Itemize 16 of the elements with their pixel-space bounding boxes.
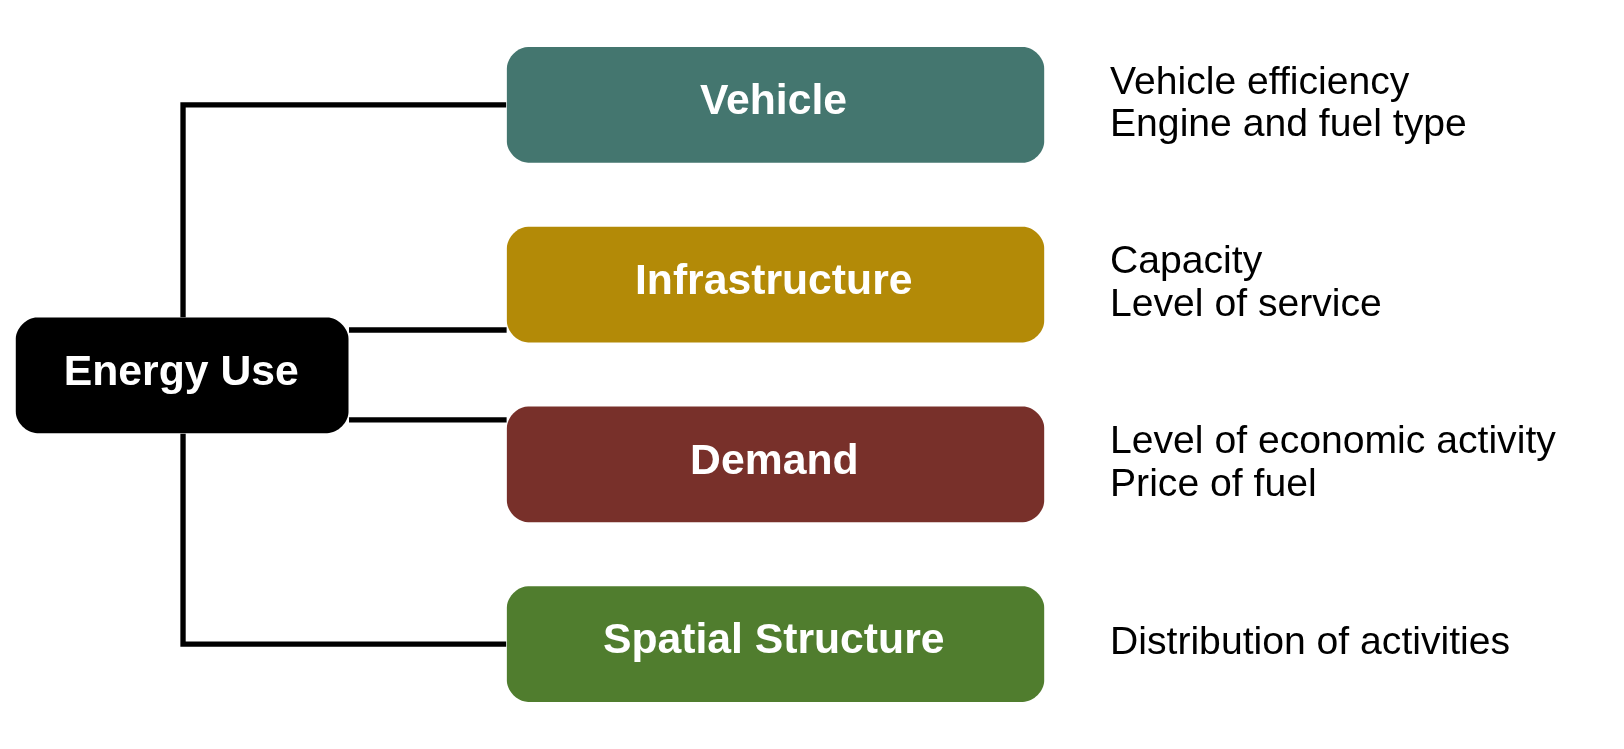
connector	[180, 433, 507, 647]
node-label: Price of fuel	[1110, 460, 1317, 504]
connector	[180, 102, 507, 318]
node-label: Vehicle efficiency	[1110, 58, 1410, 102]
node-box: Demand	[506, 406, 1045, 523]
node-label: Level of service	[1110, 280, 1382, 324]
node-box: Spatial Structure	[506, 586, 1045, 702]
node-label: Level of economic activity	[1110, 417, 1556, 461]
node-box: Energy Use	[15, 317, 349, 434]
node-label: Distribution of activities	[1110, 619, 1511, 663]
connector	[349, 327, 507, 333]
node-label: Capacity	[1110, 238, 1263, 282]
node-box: Infrastructure	[506, 226, 1045, 343]
node-label: Engine and fuel type	[1110, 101, 1467, 145]
connector	[349, 417, 507, 423]
node-box: Vehicle	[506, 47, 1045, 163]
